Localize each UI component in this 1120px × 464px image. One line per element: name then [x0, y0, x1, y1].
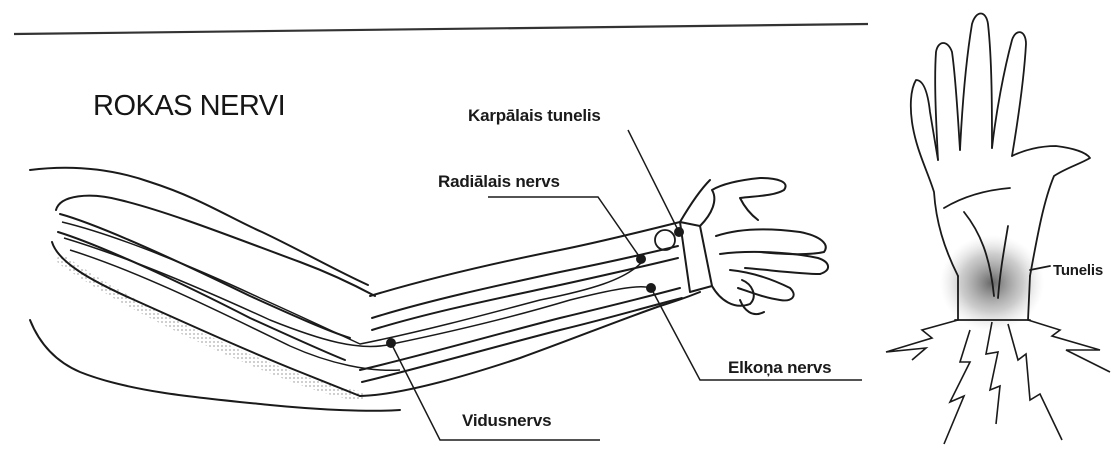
bolt-right — [1028, 320, 1110, 372]
top-rule — [14, 24, 868, 34]
label-tunnel: Tunelis — [1053, 262, 1103, 279]
hand-figure — [911, 14, 1090, 332]
diagram-title: ROKAS NERVI — [93, 90, 285, 123]
bolt-left-down — [944, 330, 970, 444]
label-carpal-tunnel: Karpālais tunelis — [468, 106, 601, 126]
label-radial-nerve: Radiālais nervs — [438, 172, 560, 192]
bolt-left — [886, 320, 958, 360]
bolt-center-right — [1008, 324, 1062, 440]
label-median-nerve: Vidusnervs — [462, 411, 551, 431]
arm-figure — [30, 168, 828, 411]
pain-bolts — [886, 320, 1110, 444]
nerve-paths — [62, 222, 650, 370]
leader-carpal — [628, 130, 679, 232]
label-ulnar-nerve: Elkoņa nervs — [728, 358, 831, 378]
bolt-center — [986, 322, 1000, 424]
